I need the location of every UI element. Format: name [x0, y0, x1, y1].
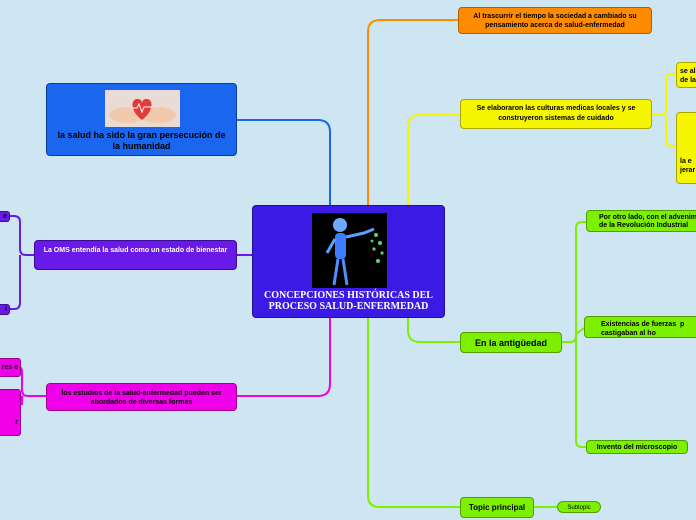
central-title: CONCEPCIONES HISTÓRICAS DEL PROCESO SALU… — [264, 290, 433, 312]
studies-subtopic-top[interactable]: res e — [0, 358, 21, 377]
central-topic[interactable]: CONCEPCIONES HISTÓRICAS DEL PROCESO SALU… — [252, 205, 445, 318]
health-pursuit-node[interactable]: la salud ha sido la gran persecución de … — [46, 83, 237, 156]
forces-label: Existencias de fuerzas p castigaban al h… — [601, 321, 685, 337]
studies-subtopic-top-label: res e — [1, 364, 18, 371]
society-change-node[interactable]: Al trascurrir el tiempo la sociedad a ca… — [458, 7, 652, 34]
topic-principal-node[interactable]: Topic principal — [460, 497, 534, 518]
studies-subtopic-bottom-label: r — [15, 419, 18, 426]
cultures-subtopic-first[interactable]: se al de la — [676, 62, 696, 88]
cultures-subtopic-second[interactable]: la e jerar — [676, 112, 696, 184]
cultures-subtopic-second-label: la e jerar — [680, 158, 696, 174]
cultures-subtopic-first-label: se al de la — [680, 68, 696, 84]
hands-heart-image — [105, 90, 180, 127]
health-pursuit-label: la salud ha sido la gran persecución de … — [57, 130, 226, 151]
cultures-node[interactable]: Se elaboraron las culturas medicas local… — [460, 99, 652, 129]
antiquity-label: En la antigüedad — [474, 338, 547, 348]
subtopic-label: Subtopic — [567, 505, 591, 511]
oms-subtopic-top[interactable]: e — [0, 211, 10, 222]
oms-subtopic-bottom[interactable]: i — [0, 304, 10, 315]
antiquity-node[interactable]: En la antigüedad — [460, 332, 562, 353]
subtopic-node[interactable]: Subtopic — [557, 501, 601, 513]
topic-principal-label: Topic principal — [468, 503, 526, 512]
revolution-node[interactable]: Por otro lado, con el advenim de la Revo… — [586, 210, 696, 232]
cultures-label: Se elaboraron las culturas medicas local… — [476, 105, 636, 122]
oms-label: La OMS entendía la salud como un estado … — [43, 247, 228, 254]
studies-label: los estudios de la salud-enfermedad pued… — [61, 390, 222, 406]
microscope-node[interactable]: Invento del microscopio — [586, 440, 688, 454]
studies-node[interactable]: los estudios de la salud-enfermedad pued… — [46, 383, 237, 411]
society-change-label: Al trascurrir el tiempo la sociedad a ca… — [473, 13, 637, 29]
forces-node[interactable]: Existencias de fuerzas p castigaban al h… — [584, 316, 696, 338]
skeleton-body-image — [312, 213, 387, 288]
oms-subtopic-bottom-label: i — [5, 306, 7, 313]
studies-subtopic-bottom[interactable]: r — [0, 389, 21, 436]
microscope-label: Invento del microscopio — [596, 444, 678, 451]
revolution-label: Por otro lado, con el advenim de la Revo… — [599, 214, 696, 229]
oms-subtopic-top-label: e — [3, 213, 7, 220]
oms-node[interactable]: La OMS entendía la salud como un estado … — [34, 240, 237, 270]
